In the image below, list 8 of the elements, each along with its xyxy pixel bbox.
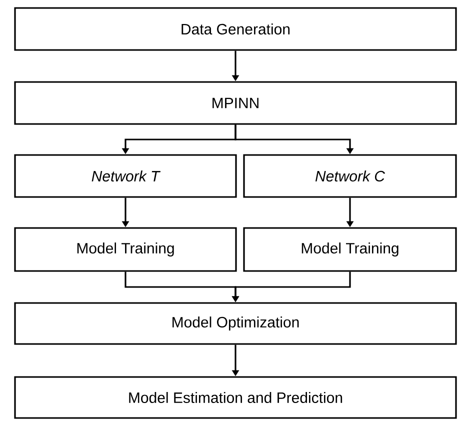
process-box: Network T (14, 154, 237, 198)
process-box: Data Generation (14, 7, 457, 51)
process-box: MPINN (14, 81, 457, 125)
process-box: Model Optimization (14, 302, 457, 345)
process-box: Network C (243, 154, 457, 198)
process-box: Model Estimation and Prediction (14, 376, 457, 419)
process-box: Model Training (14, 227, 237, 272)
process-box: Model Training (243, 227, 457, 272)
